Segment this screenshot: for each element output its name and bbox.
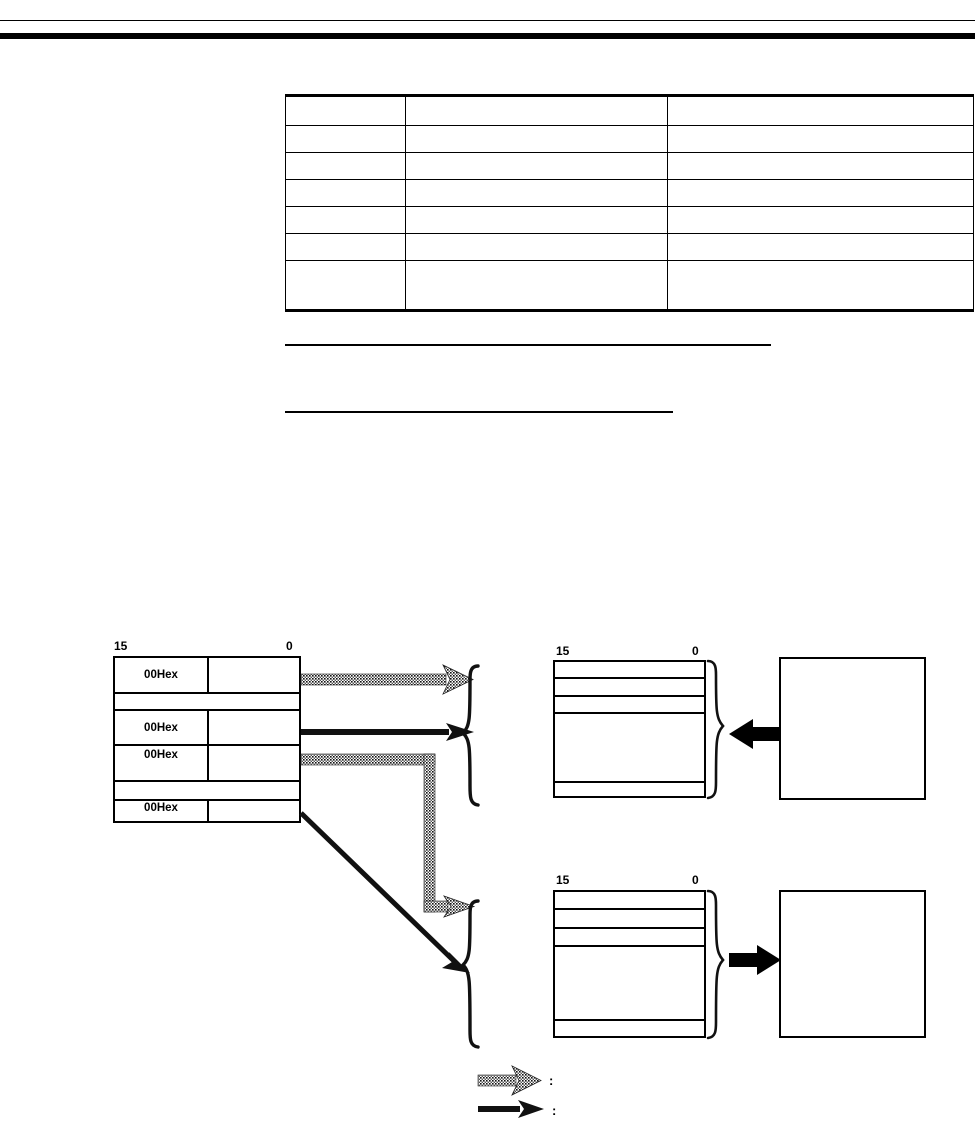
source-row-split bbox=[207, 658, 209, 692]
dest-lower-register-block bbox=[553, 890, 706, 1038]
legend-thick-dithered-arrow bbox=[477, 1065, 542, 1096]
lower-dest-brace bbox=[706, 889, 725, 1040]
table-cell bbox=[285, 233, 406, 261]
source-memory-row: 00Hex bbox=[115, 711, 299, 746]
dest-lower-row-divider bbox=[555, 1019, 704, 1021]
legend-separator-2: : bbox=[552, 1103, 557, 1118]
source-row-hex-label: 00Hex bbox=[144, 722, 178, 734]
table-cell bbox=[667, 260, 974, 312]
table-cell bbox=[285, 260, 406, 312]
legend-separator-1: : bbox=[549, 1073, 554, 1088]
header-top-rule bbox=[0, 20, 975, 21]
note-underline-1 bbox=[285, 344, 771, 346]
table-row bbox=[285, 125, 974, 153]
dest-lower-bit-lsb-label: 0 bbox=[692, 873, 699, 887]
source-bit-msb-label: 15 bbox=[114, 639, 128, 653]
source-row-split bbox=[207, 801, 209, 821]
thin-arrow-diagonal bbox=[299, 811, 470, 973]
table-row bbox=[285, 94, 974, 126]
source-memory-row: 00Hex bbox=[115, 746, 299, 782]
upper-dest-brace bbox=[706, 659, 725, 800]
table-cell bbox=[667, 179, 974, 207]
table-cell bbox=[405, 152, 668, 180]
table-cell bbox=[405, 260, 668, 312]
source-memory-row: 00Hex bbox=[115, 801, 299, 821]
solid-arrow-right-lower bbox=[729, 945, 781, 975]
table-cell bbox=[667, 94, 974, 126]
legend-thin-solid-arrow bbox=[478, 1100, 544, 1118]
source-memory-block: 00Hex 00Hex 00Hex 00H bbox=[113, 656, 301, 823]
table-cell bbox=[667, 152, 974, 180]
table-cell bbox=[405, 125, 668, 153]
dest-lower-row-divider bbox=[555, 927, 704, 929]
source-memory-row bbox=[115, 694, 299, 711]
spec-table bbox=[285, 94, 974, 312]
header-thick-rule bbox=[0, 33, 975, 39]
source-row-split bbox=[207, 711, 209, 744]
source-row-hex-label: 00Hex bbox=[144, 749, 178, 761]
table-row bbox=[285, 152, 974, 180]
unit-upper-box bbox=[779, 657, 926, 800]
source-memory-row bbox=[115, 782, 299, 801]
table-cell bbox=[285, 125, 406, 153]
dest-upper-row-divider bbox=[555, 712, 704, 714]
dest-upper-row-divider bbox=[555, 695, 704, 697]
thick-arrow-elbow bbox=[300, 753, 476, 918]
dest-upper-row-divider bbox=[555, 677, 704, 679]
thick-arrow-row0 bbox=[300, 664, 474, 695]
unit-lower-box bbox=[779, 890, 926, 1038]
dest-upper-bit-msb-label: 15 bbox=[556, 644, 570, 658]
lower-source-brace bbox=[460, 899, 480, 1049]
solid-arrow-left-upper bbox=[729, 719, 779, 749]
source-row-hex-label: 00Hex bbox=[144, 669, 178, 681]
source-row-hex-label: 00Hex bbox=[144, 802, 178, 814]
thin-arrow-row2 bbox=[301, 723, 474, 741]
dest-upper-bit-lsb-label: 0 bbox=[692, 644, 699, 658]
table-row bbox=[285, 179, 974, 207]
table-cell bbox=[405, 206, 668, 234]
table-row bbox=[285, 206, 974, 234]
source-bit-lsb-label: 0 bbox=[286, 639, 293, 653]
dest-lower-row-divider bbox=[555, 908, 704, 910]
table-cell bbox=[285, 206, 406, 234]
source-row-split bbox=[207, 746, 209, 780]
dest-upper-row-divider bbox=[555, 781, 704, 783]
table-cell bbox=[405, 94, 668, 126]
note-underline-2 bbox=[285, 411, 673, 413]
table-cell bbox=[405, 233, 668, 261]
source-memory-row: 00Hex bbox=[115, 658, 299, 694]
table-row bbox=[285, 260, 974, 312]
dest-upper-register-block bbox=[553, 660, 706, 798]
table-cell bbox=[667, 206, 974, 234]
dest-lower-row-divider bbox=[555, 945, 704, 947]
table-cell bbox=[285, 152, 406, 180]
upper-source-brace bbox=[460, 664, 480, 807]
table-cell bbox=[667, 125, 974, 153]
dest-lower-bit-msb-label: 15 bbox=[556, 873, 570, 887]
